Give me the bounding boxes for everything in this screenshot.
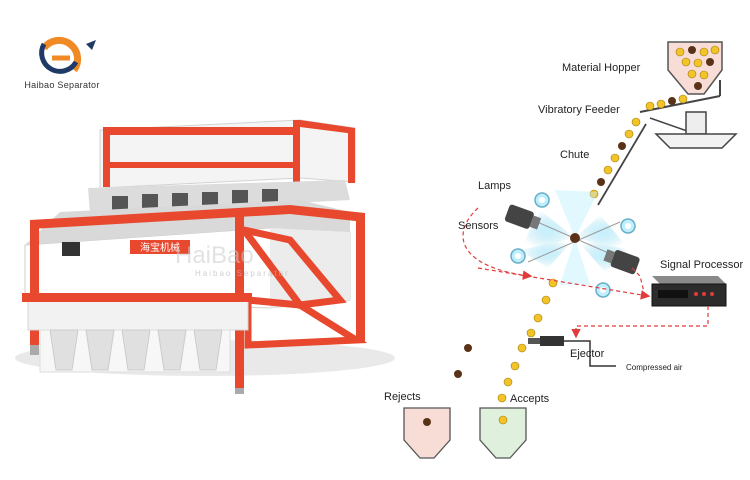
label-rejects: Rejects [384,391,421,403]
haibao-logo-icon [39,36,96,74]
color-sorter-machine: 海宝机械 HaiBao Haibao Separator [15,119,395,394]
brand-name: Haibao Separator [24,80,100,90]
sensor-camera-icon [504,204,640,275]
label-compressed-air: Compressed air [626,363,683,372]
label-ejector: Ejector [570,348,605,360]
rejects-bin [403,407,451,459]
hopper-icon [667,41,723,95]
signal-processor-icon [651,276,727,307]
watermark-sub: Haibao Separator [195,269,290,278]
control-screen [62,242,80,256]
label-chute: Chute [560,149,589,161]
label-material-hopper: Material Hopper [562,62,641,74]
falling-grains [454,278,558,403]
vibratory-feeder-tray [639,80,738,149]
chute [589,117,647,206]
accepts-bin [479,407,527,459]
label-lamps: Lamps [478,180,512,192]
signal-lines [462,207,709,339]
label-signal-processor: Signal Processor [660,259,743,271]
label-sensors: Sensors [458,220,499,232]
watermark-main: HaiBao [175,242,254,269]
ejector-nozzle-icon [528,336,616,367]
label-accepts: Accepts [510,393,550,405]
machine-badge: 海宝机械 [140,241,180,254]
label-vibratory-feeder: Vibratory Feeder [538,104,620,116]
inspection-zone [520,190,630,285]
